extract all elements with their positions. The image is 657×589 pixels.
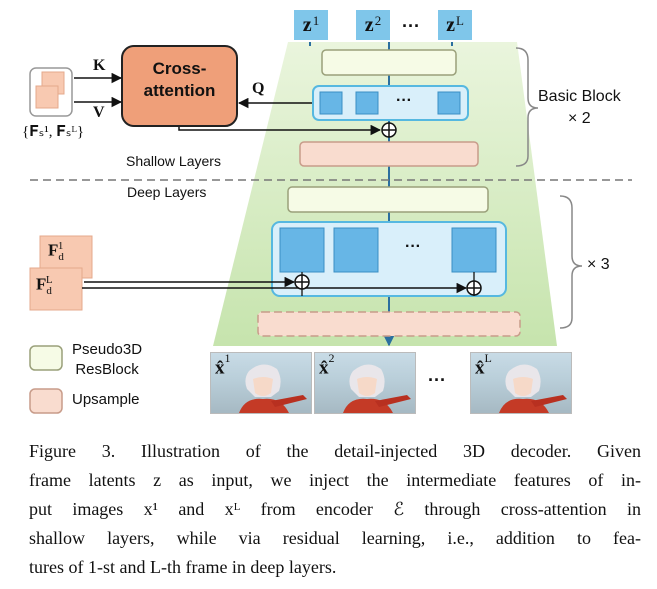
frame-2-label: x̂2 <box>319 352 335 379</box>
frame-L-label: x̂L <box>475 352 492 379</box>
fd1-label: Fd1 <box>48 240 64 264</box>
blue-block <box>319 91 343 115</box>
pseudo3d-block-top <box>321 49 457 76</box>
legend-swatch-pseudo3d <box>29 345 63 371</box>
basic-block-label: Basic Block × 2 <box>538 88 621 127</box>
cross-attn-output <box>178 124 382 136</box>
blue-block <box>355 91 379 115</box>
blue-block <box>333 227 379 273</box>
output-frame-1: x̂1 <box>210 352 312 414</box>
upsample-block-shallow <box>299 141 479 167</box>
cross-attention-box <box>121 45 238 127</box>
anime-character-image <box>499 364 567 413</box>
deep-layers-label: Deep Layers <box>127 184 207 200</box>
fdL-block <box>29 267 83 311</box>
pseudo3d-block-deep <box>287 186 489 213</box>
block-ellipsis: ··· <box>396 92 412 109</box>
frame-1-label: x̂1 <box>215 352 231 379</box>
caption-line-5: tures of 1-st and L-th frame in deep lay… <box>29 557 337 577</box>
block-ellipsis-deep: ··· <box>405 238 421 255</box>
anime-character-image <box>343 364 411 413</box>
v-label: V <box>93 104 105 121</box>
k-label: K <box>93 57 106 74</box>
frame-ellipsis: ··· <box>428 370 446 390</box>
shallow-layers-label: Shallow Layers <box>126 153 221 169</box>
residual-row <box>271 221 507 297</box>
blue-block <box>451 227 497 273</box>
q-label: Q <box>252 80 265 97</box>
legend-swatch-upsample <box>29 388 63 414</box>
anime-character-image <box>239 364 307 413</box>
output-frame-L: x̂L <box>470 352 572 414</box>
caption-line-3: put images x¹ and xᴸ from encoder ℰ thro… <box>29 499 641 519</box>
times3-label: × 3 <box>587 256 610 273</box>
z-ellipsis: ··· <box>402 16 420 36</box>
upsample-block-deep <box>257 311 521 337</box>
brace-times3 <box>559 195 583 329</box>
blue-block <box>437 91 461 115</box>
output-frame-2: x̂2 <box>314 352 416 414</box>
caption-line-4: shallow layers, while via residual learn… <box>29 528 641 548</box>
legend-label-upsample: Upsample <box>72 391 140 408</box>
caption-line-2: frame latents z as input, we inject the … <box>29 470 641 490</box>
blue-block <box>279 227 325 273</box>
caption-line-1: Figure 3. Illustration of the detail-inj… <box>29 441 641 461</box>
cross-attention-label: Cross- attention <box>143 59 216 100</box>
figure-diagram <box>29 42 632 414</box>
figure-caption: Figure 3. Illustration of the detail-inj… <box>29 437 641 582</box>
brace-basic-block <box>515 47 539 167</box>
legend-label-pseudo3d: Pseudo3D ResBlock <box>72 341 143 378</box>
attention-row <box>312 85 469 121</box>
fdL-label: FdL <box>36 274 53 298</box>
fs-set-label: {𝐅ₛ¹, 𝐅ₛᴸ} <box>22 124 85 140</box>
